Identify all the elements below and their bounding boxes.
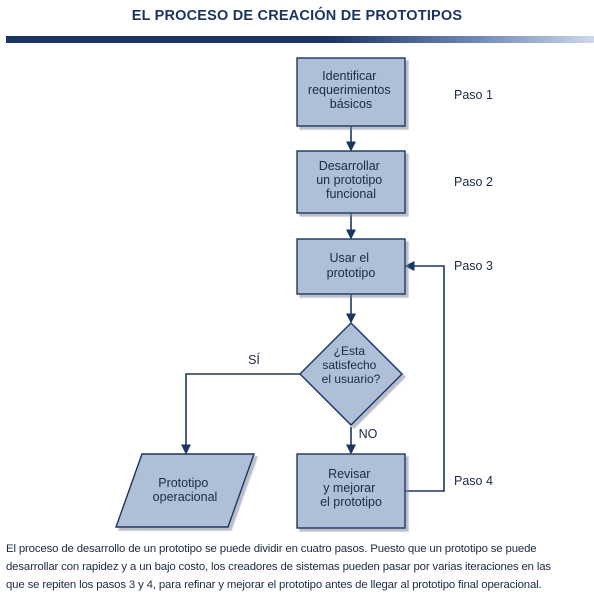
caption-line: El proceso de desarrollo de un prototipo…: [6, 543, 537, 555]
caption-line: desarrollar con rapidez y a un bajo cost…: [6, 561, 551, 573]
no-label: NO: [359, 427, 378, 441]
step2-line: Desarrollar: [319, 159, 380, 173]
svg-text:Usar el prototipo: Usar el prototipo: [327, 251, 376, 280]
step4-line: y mejorar: [323, 481, 375, 495]
step3-line: Usar el: [329, 251, 369, 265]
decision-line: satisfecho: [322, 358, 376, 372]
step3-box: Usar el prototipo: [296, 238, 406, 295]
svg-text:¿Esta satisfecho e: ¿Esta satisfecho el usuario?: [322, 344, 381, 386]
step1-line: requerimientos: [308, 83, 391, 97]
step1-line: básicos: [330, 97, 372, 111]
output-line: operacional: [153, 490, 218, 504]
decision-line: ¿Esta: [334, 344, 366, 358]
step1-box: Identificar requerimientos básicos: [296, 57, 406, 127]
step4-label: Paso 4: [454, 474, 493, 488]
step2-line: funcional: [326, 187, 376, 201]
arrow-decision-to-output: [181, 373, 300, 455]
page-title: EL PROCESO DE CREACIÓN DE PROTOTIPOS: [131, 8, 463, 24]
title-rule: [6, 36, 594, 43]
svg-text:Identificar requerimient: Identificar requerimientos básicos: [308, 69, 394, 111]
step4-line: Revisar: [328, 467, 370, 481]
arrow-step4-loop-to-step3: [404, 261, 445, 492]
yes-label: SÍ: [248, 352, 260, 367]
svg-text:Prototipo operacional: Prototipo operacional: [153, 476, 218, 504]
flowchart: Identificar requerimientos básicos Desar…: [115, 57, 493, 529]
figure-caption: El proceso de desarrollo de un prototipo…: [6, 540, 590, 594]
step3-line: prototipo: [327, 266, 376, 280]
step4-box: Revisar y mejorar el prototipo: [296, 453, 406, 529]
step1-line: Identificar: [322, 69, 376, 83]
step4-line: el prototipo: [320, 495, 382, 509]
decision-diamond: ¿Esta satisfecho el usuario?: [299, 322, 403, 426]
step3-label: Paso 3: [454, 259, 493, 273]
output-line: Prototipo: [158, 476, 208, 490]
operational-prototype-box: Prototipo operacional: [115, 453, 255, 528]
step2-label: Paso 2: [454, 175, 493, 189]
step1-label: Paso 1: [454, 88, 493, 102]
svg-text:Revisar y mejorar: Revisar y mejorar el prototipo: [320, 467, 382, 509]
decision-line: el usuario?: [322, 372, 381, 386]
caption-line: que se repiten los pasos 3 y 4, para ref…: [6, 579, 542, 591]
step2-box: Desarrollar un prototipo funcional: [296, 150, 406, 214]
svg-text:Desarrollar un prototipo: Desarrollar un prototipo funcional: [316, 159, 386, 201]
step2-line: un prototipo: [316, 173, 382, 187]
